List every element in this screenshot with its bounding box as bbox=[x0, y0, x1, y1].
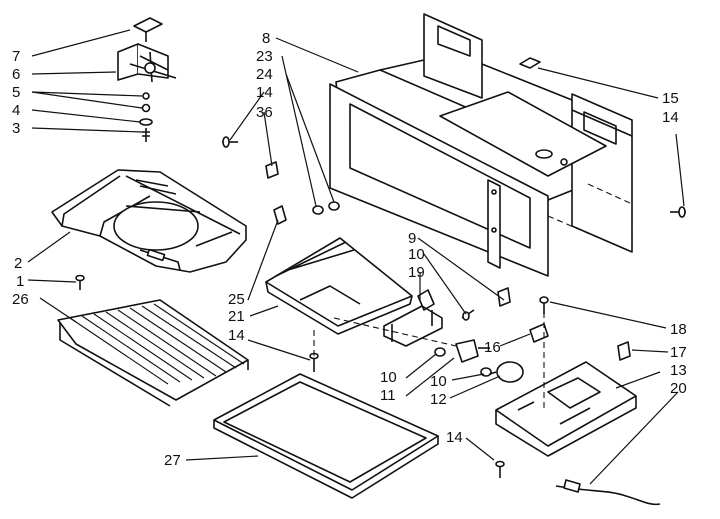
callout-14c: 14 bbox=[228, 327, 245, 344]
lamp bbox=[489, 361, 524, 383]
screw bbox=[75, 274, 85, 290]
screw bbox=[495, 460, 505, 478]
callout-23: 23 bbox=[256, 48, 273, 65]
callout-17: 17 bbox=[670, 344, 687, 361]
callout-26: 26 bbox=[12, 291, 29, 308]
screw bbox=[670, 206, 686, 218]
screw bbox=[222, 136, 238, 148]
callout-10c: 10 bbox=[430, 373, 447, 390]
callout-8: 8 bbox=[262, 30, 270, 47]
stirrer-motor-assembly bbox=[117, 17, 177, 83]
power-cord-assembly bbox=[555, 479, 661, 506]
lamp-socket bbox=[434, 339, 492, 377]
callout-7: 7 bbox=[12, 48, 20, 65]
callout-6: 6 bbox=[12, 66, 20, 83]
assembly-line bbox=[333, 317, 457, 347]
callout-2: 2 bbox=[14, 255, 22, 272]
callout-13: 13 bbox=[670, 362, 687, 379]
screw bbox=[461, 309, 475, 321]
callout-10a: 10 bbox=[408, 246, 425, 263]
callout-1: 1 bbox=[16, 273, 24, 290]
callout-20: 20 bbox=[670, 380, 687, 397]
callout-14a: 14 bbox=[256, 84, 273, 101]
callout-24: 24 bbox=[256, 66, 273, 83]
screw bbox=[309, 352, 319, 372]
callout-3: 3 bbox=[12, 120, 20, 137]
clip bbox=[265, 161, 279, 179]
air-guide bbox=[51, 169, 247, 273]
clip bbox=[273, 205, 287, 225]
callout-15: 15 bbox=[662, 90, 679, 107]
callout-9: 9 bbox=[408, 230, 416, 247]
callout-36: 36 bbox=[256, 104, 273, 121]
callout-10b: 10 bbox=[380, 369, 397, 386]
callout-11: 11 bbox=[380, 387, 396, 404]
leader-lines bbox=[27, 29, 685, 485]
callout-19: 19 bbox=[408, 264, 425, 281]
callout-14d: 14 bbox=[446, 429, 463, 446]
waveguide-cover bbox=[265, 237, 413, 335]
callout-27: 27 bbox=[164, 452, 181, 469]
oven-rack bbox=[57, 299, 249, 407]
thermal-switch-bracket bbox=[383, 289, 443, 347]
oven-cavity bbox=[329, 13, 633, 277]
screw bbox=[539, 296, 549, 314]
clip bbox=[529, 323, 549, 343]
callout-18: 18 bbox=[670, 321, 687, 338]
callout-5: 5 bbox=[12, 84, 20, 101]
callout-labels: 7 6 5 4 3 2 1 26 8 23 24 14 36 15 14 9 1… bbox=[12, 30, 687, 469]
callout-14b: 14 bbox=[662, 109, 679, 126]
clip bbox=[497, 287, 511, 307]
callout-4: 4 bbox=[12, 102, 20, 119]
callout-21: 21 bbox=[228, 308, 245, 325]
callout-16: 16 bbox=[484, 339, 501, 356]
washer bbox=[312, 201, 340, 215]
control-bracket bbox=[495, 361, 637, 457]
washer-stack bbox=[139, 92, 153, 142]
callout-12: 12 bbox=[430, 391, 447, 408]
glass-tray bbox=[213, 373, 439, 499]
callout-25: 25 bbox=[228, 291, 245, 308]
clip bbox=[617, 341, 631, 361]
